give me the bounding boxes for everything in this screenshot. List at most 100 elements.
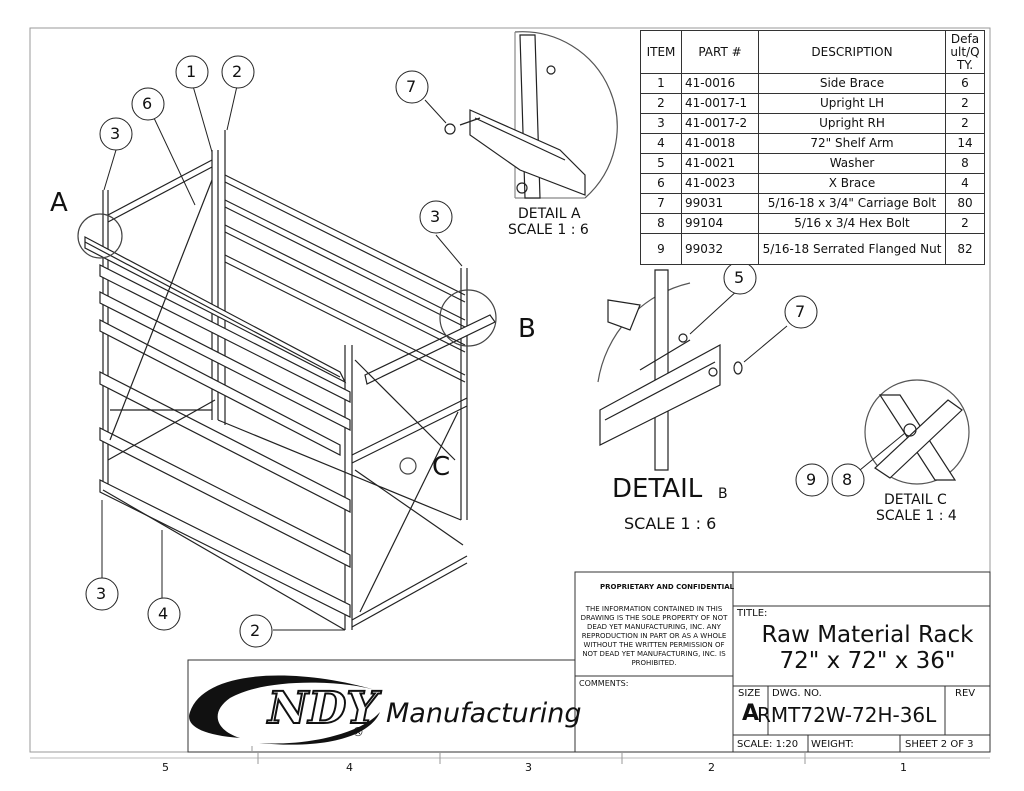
logo-brand-text: NDY <box>267 682 379 735</box>
bom-cell-part: 41-0021 <box>681 153 759 174</box>
weight-field: WEIGHT: <box>811 739 854 750</box>
comments-label: COMMENTS: <box>579 679 629 688</box>
bom-header-qty: Defa ult/Q TY. <box>945 30 985 74</box>
bom-cell-part: 99031 <box>681 193 759 214</box>
bom-cell-desc: 5/16-18 Serrated Flanged Nut <box>758 233 946 265</box>
zone-1: 1 <box>900 761 907 774</box>
detail-b-view <box>597 269 743 471</box>
balloon-2-top: 2 <box>232 62 243 81</box>
leader-lines <box>101 85 463 631</box>
balloon-8: 8 <box>842 470 853 489</box>
bom-cell-part: 41-0016 <box>681 73 759 94</box>
bom-cell-item: 1 <box>640 73 682 94</box>
detail-c-scale: SCALE 1 : 4 <box>876 508 957 524</box>
bom-cell-qty: 2 <box>945 93 985 114</box>
proprietary-notice: THE INFORMATION CONTAINED IN THIS DRAWIN… <box>580 605 728 667</box>
rev-label: REV <box>955 688 976 699</box>
detail-b-title: DETAIL <box>612 474 703 504</box>
bom-cell-qty: 2 <box>945 113 985 134</box>
size-value: A <box>742 701 760 726</box>
bom-header-part: PART # <box>681 30 759 74</box>
zone-2: 2 <box>708 761 715 774</box>
bom-cell-qty: 6 <box>945 73 985 94</box>
bom-cell-item: 5 <box>640 153 682 174</box>
bom-cell-desc: 72" Shelf Arm <box>758 133 946 154</box>
detail-a-title: DETAIL A <box>518 206 581 222</box>
dwg-no-label: DWG. NO. <box>772 688 822 699</box>
bom-cell-desc: Washer <box>758 153 946 174</box>
bom-cell-qty: 4 <box>945 173 985 194</box>
detail-a-callout: A <box>50 188 68 218</box>
ndy-logo <box>189 675 380 745</box>
balloon-6: 6 <box>142 94 153 113</box>
zone-ticks <box>257 752 806 764</box>
bom-header-item: ITEM <box>640 30 682 74</box>
bom-cell-item: 2 <box>640 93 682 114</box>
detail-b-callout: B <box>518 314 536 344</box>
bill-of-materials-table: ITEM PART # DESCRIPTION Defa ult/Q TY. 1… <box>640 30 985 265</box>
zone-5: 5 <box>162 761 169 774</box>
bom-cell-part: 41-0018 <box>681 133 759 154</box>
bom-cell-item: 6 <box>640 173 682 194</box>
logo-manufacturing-text: Manufacturing <box>386 698 582 729</box>
bom-cell-desc: Upright LH <box>758 93 946 114</box>
bom-cell-qty: 8 <box>945 153 985 174</box>
bom-cell-part: 41-0017-1 <box>681 93 759 114</box>
bom-cell-desc: Side Brace <box>758 73 946 94</box>
detail-b-scale: SCALE 1 : 6 <box>624 514 717 533</box>
title-label: TITLE: <box>737 608 768 619</box>
bom-header-description: DESCRIPTION <box>758 30 946 74</box>
detail-b-title-letter: B <box>718 486 728 502</box>
balloon-circles <box>85 55 865 648</box>
bom-cell-part: 41-0017-2 <box>681 113 759 134</box>
bom-cell-desc: 5/16 x 3/4 Hex Bolt <box>758 213 946 234</box>
balloon-5: 5 <box>734 268 745 287</box>
detail-c-view <box>864 379 970 485</box>
bom-header-row: ITEM PART # DESCRIPTION Defa ult/Q TY. <box>640 30 985 74</box>
proprietary-heading: PROPRIETARY AND CONFIDENTIAL <box>600 583 735 591</box>
rack-isometric-view <box>77 130 497 631</box>
bom-cell-qty: 80 <box>945 193 985 214</box>
logo-registered-mark: ® <box>352 725 364 739</box>
balloon-7-detail-a: 7 <box>406 77 417 96</box>
detail-a-view <box>444 31 618 199</box>
balloon-2-bottom: 2 <box>250 621 261 640</box>
balloon-1: 1 <box>186 62 197 81</box>
drawing-title-line2: 72" x 72" x 36" <box>779 648 956 674</box>
bom-cell-qty: 2 <box>945 213 985 234</box>
balloon-3-bottom: 3 <box>96 584 107 603</box>
bom-cell-item: 7 <box>640 193 682 214</box>
balloon-7-detail-b: 7 <box>795 302 806 321</box>
detail-c-title: DETAIL C <box>884 492 947 508</box>
drawing-title-line1: Raw Material Rack <box>761 622 974 648</box>
bom-cell-desc: X Brace <box>758 173 946 194</box>
bom-cell-part: 41-0023 <box>681 173 759 194</box>
detail-c-callout: C <box>432 452 451 482</box>
balloon-9: 9 <box>806 470 817 489</box>
balloon-3-right: 3 <box>430 207 441 226</box>
sheet-field: SHEET 2 OF 3 <box>905 739 974 750</box>
balloon-3-left: 3 <box>110 124 121 143</box>
bom-cell-desc: Upright RH <box>758 113 946 134</box>
dwg-no-value: RMT72W-72H-36L <box>757 703 937 727</box>
bom-cell-item: 8 <box>640 213 682 234</box>
bom-cell-qty: 82 <box>945 233 985 265</box>
scale-field: SCALE: 1:20 <box>737 739 799 750</box>
zone-4: 4 <box>346 761 353 774</box>
bom-cell-item: 4 <box>640 133 682 154</box>
bom-cell-qty: 14 <box>945 133 985 154</box>
size-label: SIZE <box>738 688 761 699</box>
bom-cell-item: 3 <box>640 113 682 134</box>
bom-cell-item: 9 <box>640 233 682 265</box>
title-block-frame <box>187 571 991 753</box>
bom-cell-part: 99104 <box>681 213 759 234</box>
bom-cell-part: 99032 <box>681 233 759 265</box>
